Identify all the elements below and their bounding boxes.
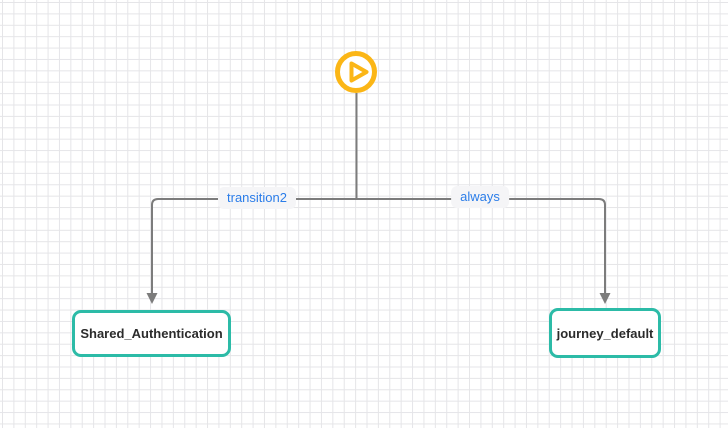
- edge-always-path: [356, 198, 606, 294]
- edge-label-always[interactable]: always: [451, 186, 509, 208]
- edge-transition2-path: [151, 198, 357, 294]
- node-journey-default[interactable]: journey_default: [549, 308, 661, 358]
- arrowhead-left: [146, 293, 158, 304]
- edge-label-transition2[interactable]: transition2: [218, 187, 296, 209]
- node-shared-authentication[interactable]: Shared_Authentication: [72, 310, 231, 357]
- start-node[interactable]: [334, 50, 378, 94]
- node-label: Shared_Authentication: [80, 326, 223, 341]
- arrowhead-right: [599, 293, 611, 304]
- play-icon: [335, 51, 377, 93]
- node-label: journey_default: [556, 325, 654, 341]
